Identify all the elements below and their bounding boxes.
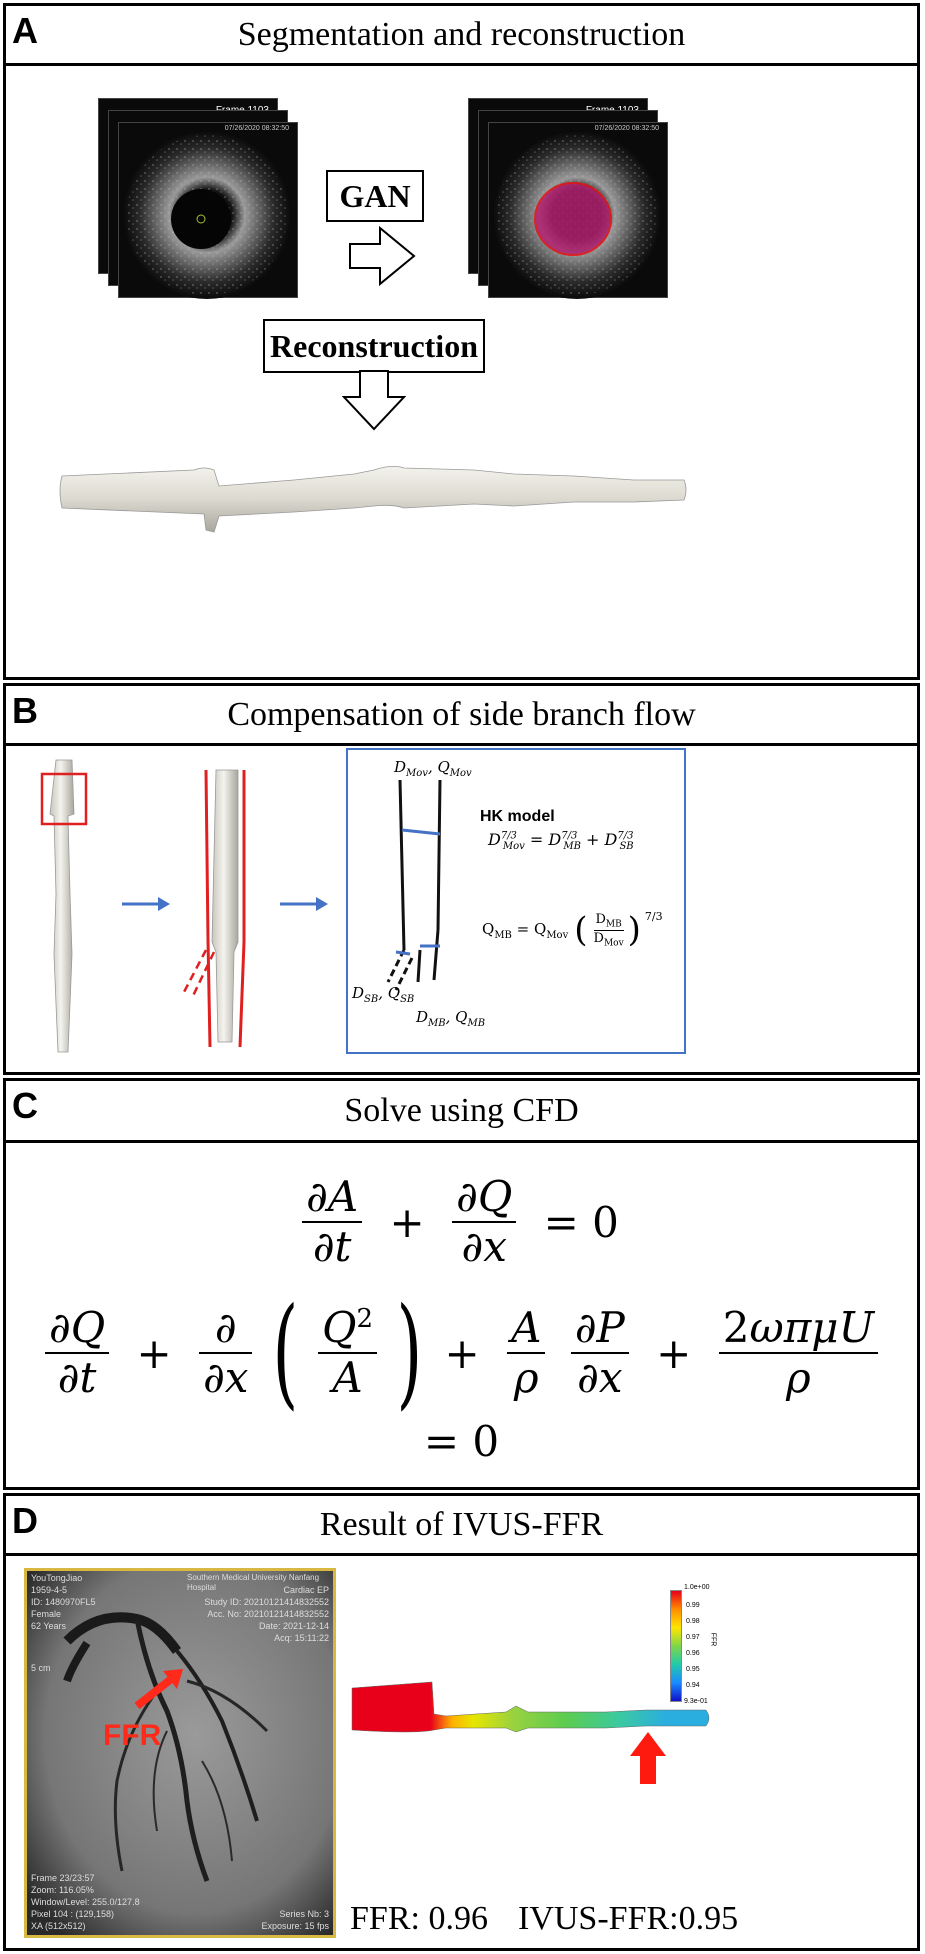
ffr-colorbar-fill (671, 1591, 681, 1701)
ffr-colorbar (670, 1590, 682, 1702)
xray-frame-line-5: XA (512x512) (31, 1921, 86, 1931)
zoomed-vessel-model (182, 769, 246, 1048)
panel-d-title: Result of IVUS-FFR (319, 1505, 604, 1543)
colorbar-tick-3: 0.97 (686, 1634, 700, 1641)
ivus-image-segmented (493, 131, 661, 299)
panel-b-title: Compensation of side branch flow (227, 695, 696, 733)
xray-study-line-2: Study ID: 20210121414832552 (204, 1597, 329, 1607)
panel-b-letter: B (12, 690, 38, 731)
ivus-stack-raw: Frame 1103 07/26/2020 08:32:50 (98, 98, 298, 299)
xray-patient-line-4: 62 Years (31, 1621, 67, 1631)
xray-patient-line-1: 1959-4-5 (31, 1585, 68, 1595)
colorbar-axis-label: FFR (709, 1632, 717, 1647)
colorbar-tick-2: 0.98 (686, 1618, 700, 1625)
panel-c-title: Solve using CFD (344, 1091, 579, 1129)
ffr-arrow-label: FFR (103, 1719, 162, 1752)
reconstruction-label: Reconstruction (270, 327, 478, 364)
down-arrow-icon (342, 370, 406, 431)
panel-d: Result of IVUS-FFR D (3, 1493, 920, 1951)
colorbar-min-label: 9.3e-01 (684, 1698, 708, 1705)
panel-b: Compensation of side branch flow B (3, 683, 920, 1075)
colorbar-tick-6: 0.94 (686, 1682, 700, 1689)
xray-frame-line-1: Frame 23/23:57 (31, 1873, 95, 1883)
panel-c: Solve using CFD C ∂A∂t + ∂Q∂x = 0 ∂Q∂t +… (3, 1078, 920, 1490)
xray-study-line-4: Date: 2021-12-14 (258, 1621, 329, 1631)
hk-model-box: DMov, QMov DSB, QSB DMB, QMB HK model D7… (346, 748, 686, 1054)
frame-date-seg: 07/26/2020 08:32:50 (594, 125, 659, 132)
panel-d-title-bar: Result of IVUS-FFR (6, 1496, 917, 1556)
xray-study-line-3: Acc. No: 20210121414832552 (207, 1609, 329, 1619)
xray-hospital: Southern Medical University Nanfang Hosp… (187, 1573, 320, 1592)
hk-equation-diameters: D7/3Mov = D7/3MB + D7/3SB (488, 830, 634, 853)
gan-arrow-icon (349, 226, 416, 286)
frame-date: 07/26/2020 08:32:50 (224, 125, 289, 132)
right-arrow-icon-2 (280, 897, 328, 911)
xray-bottom-right-1: Series Nb: 3 (279, 1909, 329, 1919)
panel-a-title-bar: Segmentation and reconstruction (6, 6, 917, 66)
angiogram-image: YouTongJiao 1959-4-5 ID: 1480970FL5 Fema… (24, 1568, 336, 1938)
label-dsb-qsb: DSB, QSB (352, 984, 415, 1005)
label-dmb-qmb: DMB, QMB (416, 1008, 486, 1029)
colorbar-tick-4: 0.96 (686, 1650, 700, 1657)
panel-b-title-bar: Compensation of side branch flow (6, 686, 917, 746)
ffr-location-arrow-icon (134, 1669, 183, 1710)
ivus-image-raw (123, 131, 291, 299)
bifurcation-schematic (386, 779, 442, 991)
xray-patient-name: YouTongJiao (31, 1573, 83, 1583)
colorbar-max-label: 1.0e+00 (684, 1584, 710, 1591)
hk-model-label: HK model (480, 808, 555, 825)
hk-equation-flow: QMB = QMov ( DMB DMov ) 7/3 (482, 910, 663, 950)
panel-a: Segmentation and reconstruction A Frame … (3, 3, 920, 680)
panel-a-letter: A (12, 10, 38, 51)
xray-patient-line-2: ID: 1480970FL5 (31, 1597, 96, 1607)
xray-study-line-5: Acq: 15:11:22 (274, 1633, 329, 1643)
ivus-ffr-arrow-icon (630, 1732, 666, 1784)
highlight-box (40, 772, 88, 826)
vertical-vessel-model (40, 759, 88, 1053)
ivus-ffr-result: IVUS-FFR:0.95 (518, 1900, 739, 1937)
colorbar-tick-1: 0.99 (686, 1602, 700, 1609)
label-dmov-qmov: DMov, QMov (394, 758, 472, 779)
ffr-colored-vessel (351, 1681, 710, 1784)
vessel-3d-model (59, 466, 687, 533)
xray-frame-line-2: Zoom: 116.05% (31, 1885, 94, 1895)
xray-bottom-right-2: Exposure: 15 fps (261, 1921, 329, 1931)
ivus-frame-front: 07/26/2020 08:32:50 (118, 122, 298, 299)
gan-label-box: GAN (326, 170, 424, 222)
gan-label: GAN (339, 177, 411, 214)
panel-d-letter: D (12, 1500, 38, 1541)
panel-c-letter: C (12, 1085, 38, 1126)
xray-frame-line-4: Pixel 104 : (129,158) (31, 1909, 115, 1919)
right-arrow-icon-1 (122, 897, 170, 911)
angiogram-vessels (27, 1571, 333, 1935)
panel-a-title: Segmentation and reconstruction (237, 15, 686, 53)
ivus-seg-frame-front: 07/26/2020 08:32:50 (488, 122, 668, 299)
ivus-stack-segmented: Frame 1103 07/26/2020 08:32:50 (468, 98, 668, 299)
xray-patient-line-3: Female (31, 1609, 62, 1619)
xray-scale-label: 5 cm (31, 1663, 51, 1673)
continuity-equation: ∂A∂t + ∂Q∂x = 0 (6, 1172, 917, 1272)
panel-c-title-bar: Solve using CFD (6, 1081, 917, 1143)
xray-frame-line-3: Window/Level: 255.0/127.8 (31, 1897, 140, 1907)
colorbar-tick-5: 0.95 (686, 1666, 700, 1673)
xray-study-line-1: Cardiac EP (283, 1585, 329, 1595)
ffr-result: FFR: 0.96 (350, 1900, 488, 1937)
reconstruction-label-box: Reconstruction (263, 319, 485, 373)
